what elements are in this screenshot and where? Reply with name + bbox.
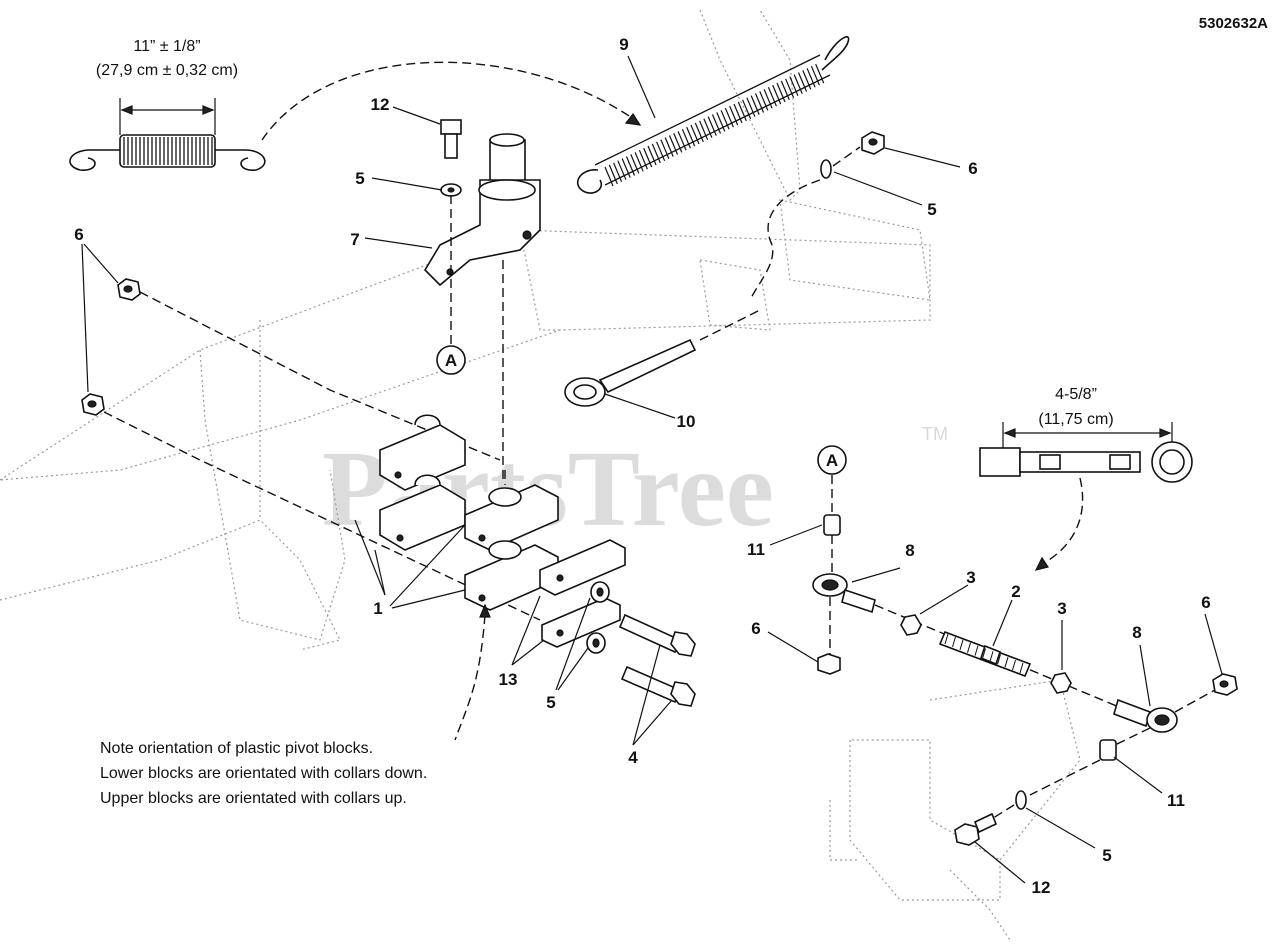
callout-3-right: 3: [1057, 599, 1066, 618]
note-line-3: Upper blocks are orientated with collars…: [100, 790, 407, 807]
callout-13: 13: [499, 670, 518, 689]
spacer-11-lower: [1099, 739, 1117, 761]
dash-washer-nut: [832, 146, 861, 167]
callout-4: 4: [628, 748, 638, 767]
spring-length-centimeters: (27,9 cm ± 0,32 cm): [96, 62, 238, 79]
dash-note-arrow: [454, 614, 486, 741]
spring-detail: [69, 98, 266, 171]
frame-ghost: [0, 9, 1081, 941]
callout-6-left: 6: [74, 225, 83, 244]
callout-5-top: 5: [355, 169, 364, 188]
rod-detail: [979, 422, 1193, 483]
reference-marker-A-top: [436, 345, 466, 375]
nut-6-upper-left: [117, 278, 141, 301]
bolts-4: [618, 613, 696, 707]
callout-6-lower: 6: [751, 619, 760, 638]
dash-rodend-nut-right: [1174, 689, 1216, 713]
callout-7: 7: [350, 230, 359, 249]
callout-8-right: 8: [1132, 623, 1141, 642]
washer-5-mid-lower-hole: [592, 638, 600, 648]
washer-5-lower-right: [1015, 790, 1027, 810]
dash-washer-bolt: [989, 804, 1015, 821]
plates-13: [539, 539, 626, 648]
callout-12-lower: 12: [1032, 878, 1051, 897]
dash-spacer-washer: [1029, 759, 1101, 796]
washer-5-mid-upper-hole: [596, 587, 604, 597]
callout-5-mid: 5: [546, 693, 555, 712]
callout-6-top-right: 6: [968, 159, 977, 178]
rod-length-centimeters: (11,75 cm): [1038, 411, 1113, 428]
arrowhead-rod: [1034, 556, 1049, 571]
callout-11-lower: 11: [1167, 791, 1185, 810]
pivot-bracket-7: [423, 133, 541, 287]
reference-marker-A-right-label: A: [826, 451, 838, 470]
rod-end-8-left: [812, 573, 876, 614]
dash-to-eyebolt: [749, 179, 821, 301]
bolt-12-lower: [954, 812, 998, 846]
extension-spring: [576, 36, 850, 194]
watermark-trademark: TM: [922, 424, 948, 444]
reference-marker-A-top-label: A: [445, 351, 457, 370]
washer-5-top-hole: [447, 187, 455, 193]
threaded-rod-2: [938, 630, 1032, 678]
callout-2: 2: [1011, 582, 1020, 601]
callout-11-upper: 11: [747, 540, 765, 559]
callout-5-top-right: 5: [927, 200, 936, 219]
detail-arrow-spring: [261, 61, 636, 141]
washer-5-top-right: [820, 159, 832, 179]
callout-8-left: 8: [905, 541, 914, 560]
callout-12-top: 12: [371, 95, 390, 114]
jam-nut-3-right: [1050, 672, 1072, 694]
dash-rod-arrow: [1039, 477, 1084, 566]
note-line-1: Note orientation of plastic pivot blocks…: [100, 740, 373, 757]
spring-length-inches: 11” ± 1/8”: [133, 38, 200, 55]
callout-10: 10: [677, 412, 696, 431]
jam-nut-3-left: [900, 614, 922, 636]
nut-6-far-right: [1212, 673, 1238, 696]
callout-1: 1: [373, 599, 382, 618]
leader-lines: [81, 55, 1223, 884]
callout-3-left: 3: [966, 568, 975, 587]
dash-rodend-spacer: [1114, 727, 1151, 746]
dash-eyebolt: [699, 309, 761, 341]
eye-bolt-10: [564, 338, 697, 407]
drawing-code: 5302632A: [1199, 15, 1268, 32]
pivot-blocks-1: [379, 414, 559, 611]
rod-length-inches: 4-5/8”: [1055, 386, 1097, 403]
callout-9: 9: [619, 35, 628, 54]
nut-6-lower-right: [817, 653, 841, 675]
bolt-12-top: [440, 119, 462, 159]
rod-end-8-right: [1113, 698, 1178, 733]
arrowhead-spring: [624, 112, 642, 126]
nut-6-lower-left: [81, 393, 105, 416]
callout-6-far-right: 6: [1201, 593, 1210, 612]
reference-marker-A-right: [817, 445, 847, 475]
arrowhead-note: [479, 603, 491, 618]
callout-5-lower: 5: [1102, 846, 1111, 865]
spacer-11-upper: [823, 514, 841, 536]
note-line-2: Lower blocks are orientated with collars…: [100, 765, 427, 782]
nut-6-top-right: [861, 131, 885, 155]
